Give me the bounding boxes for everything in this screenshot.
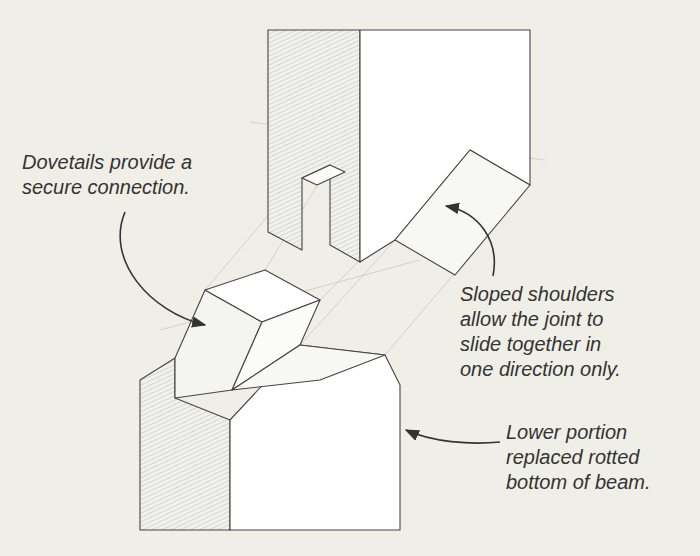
lower-beam: [140, 270, 400, 530]
construction-line: [300, 240, 395, 345]
upper-beam-left-face: [268, 30, 360, 262]
callout-note: Sloped shoulders allow the joint to slid…: [460, 282, 634, 382]
leader-arrow: [406, 430, 500, 443]
callout-note: Lower portion replaced rotted bottom of …: [506, 420, 658, 495]
callout-note: Dovetails provide a secure connection.: [22, 150, 204, 200]
lower-sloped-shoulder: [232, 345, 385, 390]
upper-beam: [268, 30, 530, 275]
leader-arrow: [120, 212, 205, 325]
leader-arrows: [120, 206, 500, 443]
leader-arrow: [446, 206, 494, 276]
sloped-shoulder: [395, 150, 530, 275]
upper-beam-socket: [302, 165, 345, 185]
